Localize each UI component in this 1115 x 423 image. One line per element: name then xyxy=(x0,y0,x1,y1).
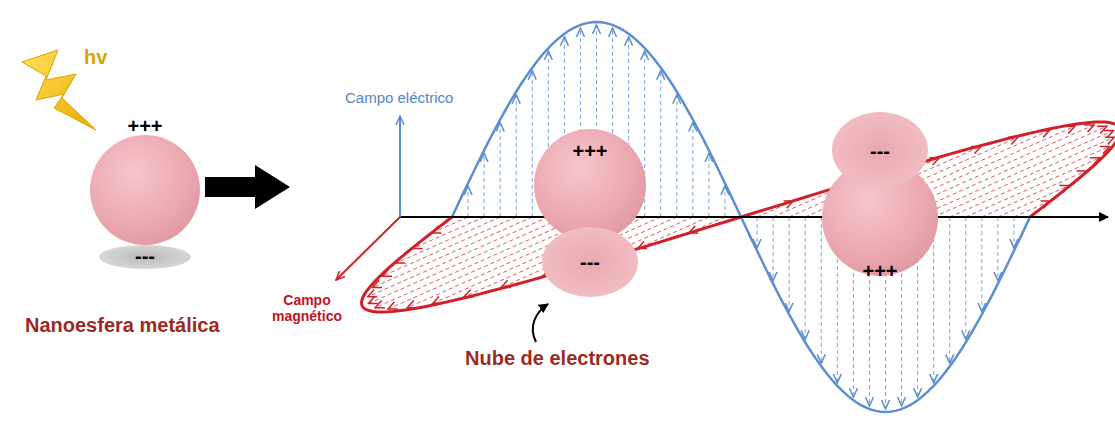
field-vector xyxy=(532,71,533,217)
axis-label: Campo eléctrico xyxy=(345,89,453,106)
field-vector xyxy=(950,146,1110,217)
field-vector xyxy=(692,123,693,218)
charge-sign: --- xyxy=(820,140,940,162)
electric-axis xyxy=(399,116,401,217)
axis-label: Campo magnético xyxy=(262,292,352,324)
field-vector xyxy=(934,137,1115,217)
field-vector xyxy=(789,217,790,312)
charge-sign: --- xyxy=(85,245,205,267)
field-vector xyxy=(821,217,822,363)
leader-arrow xyxy=(533,304,548,342)
propagation-axis xyxy=(400,216,1108,218)
field-vector xyxy=(382,217,516,276)
field-vector xyxy=(998,186,1069,218)
magnetic-field-vectors xyxy=(368,125,1115,309)
photon-energy: hv xyxy=(84,46,107,69)
sphere-body xyxy=(90,135,200,245)
field-vector xyxy=(1013,217,1014,248)
field-vector xyxy=(396,217,500,263)
field-vector xyxy=(757,217,758,248)
field-vector xyxy=(484,153,485,217)
field-vector xyxy=(949,217,950,363)
field-vector xyxy=(933,217,934,383)
field-vector xyxy=(500,123,501,218)
charge-sign: +++ xyxy=(85,115,205,137)
metal-nanosphere: --- +++ xyxy=(820,100,940,285)
magnetic-axis xyxy=(336,217,400,280)
metal-nanosphere: +++ --- xyxy=(85,115,205,275)
charge-sign: +++ xyxy=(530,140,650,162)
field-vector xyxy=(773,217,774,281)
field-vector xyxy=(965,217,966,339)
magnetic-wave xyxy=(362,122,1115,312)
field-vector xyxy=(805,217,806,339)
field-vector xyxy=(997,217,998,281)
field-vector xyxy=(982,171,1086,217)
field-vector xyxy=(660,71,661,217)
field-vector xyxy=(981,217,982,312)
field-vector xyxy=(413,217,484,249)
charge-sign: --- xyxy=(530,251,650,273)
field-vector xyxy=(724,186,725,217)
field-vector xyxy=(676,95,677,217)
direction-arrow xyxy=(205,165,290,209)
field-vector xyxy=(708,153,709,217)
part-name: Nanoesfera metálica xyxy=(25,314,220,337)
field-vector xyxy=(966,158,1100,217)
field-vector xyxy=(638,217,709,249)
part-name: Nube de electrones xyxy=(465,347,650,370)
field-vector xyxy=(516,95,517,217)
charge-sign: +++ xyxy=(820,260,940,282)
metal-nanosphere: +++ --- xyxy=(530,120,650,305)
field-vector xyxy=(468,186,469,217)
